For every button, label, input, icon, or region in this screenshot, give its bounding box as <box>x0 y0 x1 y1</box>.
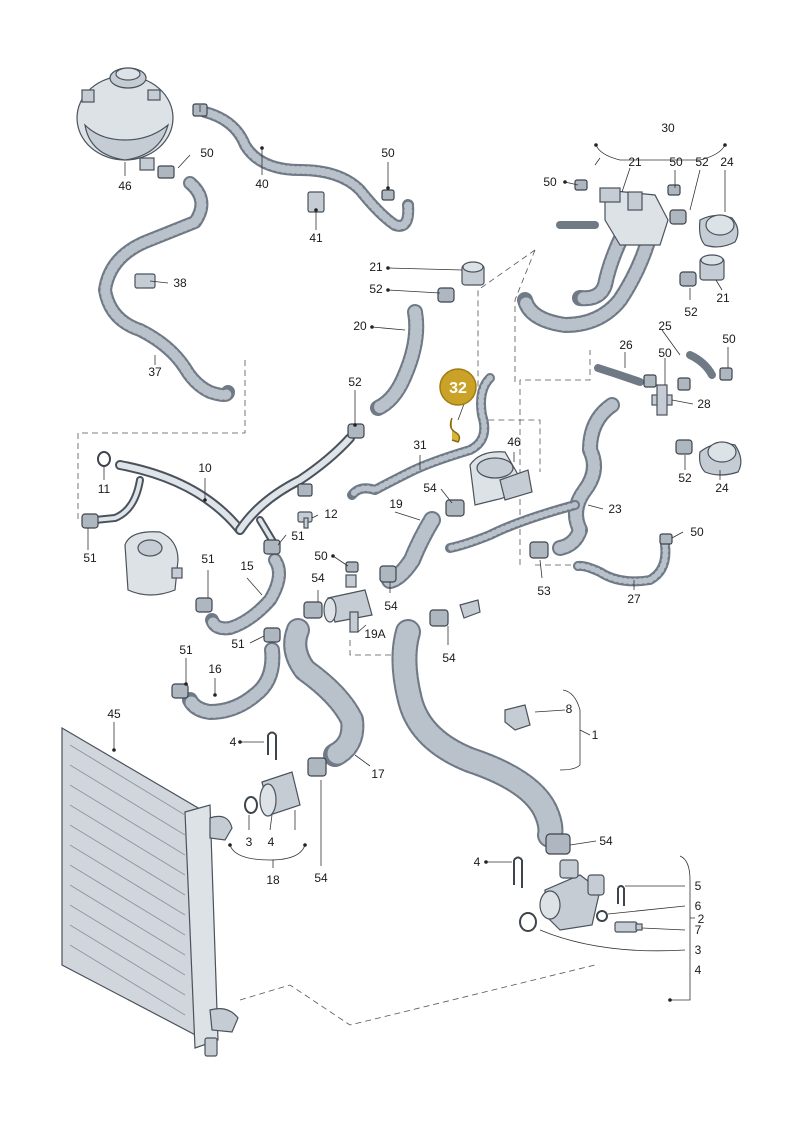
callout[interactable]: 19A <box>364 627 385 641</box>
radiator-fins <box>69 744 186 1016</box>
callout[interactable]: 21 <box>628 155 642 169</box>
callout[interactable]: 50 <box>381 146 395 160</box>
callout[interactable]: 54 <box>311 571 325 585</box>
group-outline-left <box>77 360 246 520</box>
callout[interactable]: 50 <box>543 175 557 189</box>
callout[interactable]: 38 <box>173 276 187 290</box>
callout[interactable]: 30 <box>661 121 675 135</box>
callout[interactable]: 27 <box>627 592 641 606</box>
callout[interactable]: 53 <box>537 584 551 598</box>
callout[interactable]: 52 <box>684 305 698 319</box>
leader-lines <box>87 105 729 1001</box>
bracket-8 <box>504 704 531 731</box>
callout[interactable]: 45 <box>107 707 121 721</box>
callout[interactable]: 50 <box>722 332 736 346</box>
reservoir <box>124 531 183 596</box>
callout[interactable]: 4 <box>695 963 702 977</box>
clip-32-icon <box>449 417 461 443</box>
callout[interactable]: 50 <box>200 146 214 160</box>
callout[interactable]: 26 <box>619 338 633 352</box>
callout[interactable]: 51 <box>179 643 193 657</box>
highlight-callout-32[interactable]: 32 <box>439 368 477 443</box>
group-outline-19 <box>349 640 395 656</box>
callout[interactable]: 25 <box>658 319 672 333</box>
elbow-24-bottom <box>698 441 742 476</box>
callout[interactable]: 17 <box>371 767 385 781</box>
callout[interactable]: 54 <box>314 871 328 885</box>
callout[interactable]: 41 <box>309 231 323 245</box>
callout[interactable]: 51 <box>201 552 215 566</box>
callout[interactable]: 23 <box>608 502 622 516</box>
callout[interactable]: 52 <box>348 375 362 389</box>
callout[interactable]: 8 <box>566 702 573 716</box>
callout[interactable]: 54 <box>423 481 437 495</box>
callout[interactable]: 21 <box>369 260 383 274</box>
callout[interactable]: 24 <box>720 155 734 169</box>
coupling-21-b <box>699 254 725 281</box>
callout[interactable]: 7 <box>695 923 702 937</box>
callout[interactable]: 50 <box>314 549 328 563</box>
highlight-badge <box>439 368 477 406</box>
callout[interactable]: 12 <box>324 507 338 521</box>
callout[interactable]: 51 <box>291 529 305 543</box>
radiator <box>61 726 239 1057</box>
callout[interactable]: 37 <box>148 365 162 379</box>
t-connector-28 <box>651 384 673 416</box>
callout[interactable]: 51 <box>83 551 97 565</box>
callout[interactable]: 19 <box>389 497 403 511</box>
elbow-24-top <box>698 214 739 248</box>
callout[interactable]: 51 <box>231 637 245 651</box>
callout[interactable]: 4 <box>230 735 237 749</box>
callout[interactable]: 54 <box>442 651 456 665</box>
callout[interactable]: 50 <box>690 525 704 539</box>
callout[interactable]: 1 <box>592 728 599 742</box>
callout[interactable]: 2 <box>698 912 705 926</box>
leader-dots <box>112 143 727 1002</box>
callout[interactable]: 4 <box>268 835 275 849</box>
group-outline-center <box>477 249 541 472</box>
callout[interactable]: 15 <box>240 559 254 573</box>
callout[interactable]: 3 <box>246 835 253 849</box>
callout[interactable]: 52 <box>369 282 383 296</box>
callout[interactable]: 11 <box>98 482 111 496</box>
callout-labels: 46 50 40 50 41 38 37 21 52 20 52 31 46 5… <box>83 121 736 977</box>
callout[interactable]: 54 <box>384 599 398 613</box>
callout[interactable]: 52 <box>695 155 709 169</box>
bolt-12 <box>297 511 313 529</box>
callout[interactable]: 10 <box>198 461 212 475</box>
connector-19a <box>323 574 373 633</box>
connector-2 <box>513 856 643 933</box>
group-outline-radiator <box>239 964 596 1026</box>
flange-30 <box>599 187 669 246</box>
coolant-pipe-10 <box>91 433 355 549</box>
callout[interactable]: 5 <box>695 879 702 893</box>
callout[interactable]: 46 <box>507 435 521 449</box>
callout[interactable]: 20 <box>353 319 367 333</box>
callout[interactable]: 50 <box>669 155 683 169</box>
coupling-21-a <box>461 261 485 286</box>
highlight-label: 32 <box>449 380 467 397</box>
callout[interactable]: 31 <box>413 438 427 452</box>
clip-54-right <box>459 599 481 619</box>
callout[interactable]: 18 <box>266 873 280 887</box>
callout[interactable]: 40 <box>255 177 269 191</box>
callout[interactable]: 16 <box>208 662 222 676</box>
bracket-38 <box>134 273 156 289</box>
callout[interactable]: 21 <box>716 291 730 305</box>
callout[interactable]: 24 <box>715 481 729 495</box>
callout[interactable]: 6 <box>695 899 702 913</box>
callout[interactable]: 4 <box>474 855 481 869</box>
callout[interactable]: 50 <box>658 346 672 360</box>
flange-46 <box>469 451 533 506</box>
expansion-tank <box>76 67 174 171</box>
callout[interactable]: 28 <box>697 397 711 411</box>
callout[interactable]: 54 <box>599 834 613 848</box>
callout[interactable]: 3 <box>695 943 702 957</box>
callout[interactable]: 46 <box>118 179 132 193</box>
o-ring-11 <box>97 451 111 467</box>
connector-18 <box>244 731 301 817</box>
callout[interactable]: 52 <box>678 471 692 485</box>
